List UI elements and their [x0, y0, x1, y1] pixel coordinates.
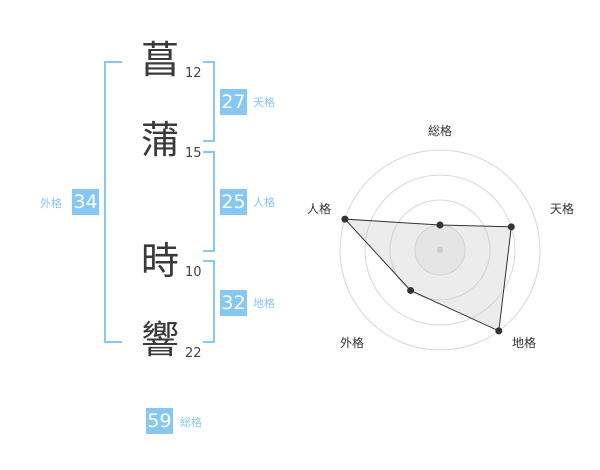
- radar-ring-2: [389, 199, 491, 301]
- soukaku-label: 総格: [180, 416, 202, 429]
- stroke-count-3: 10: [185, 265, 202, 280]
- jinkaku-score: 25: [220, 189, 247, 215]
- tenkaku-label: 天格: [253, 96, 275, 109]
- chikaku-bracket: [203, 260, 215, 343]
- radar-points: [341, 215, 515, 335]
- chikaku-label: 地格: [253, 297, 275, 310]
- jinkaku-bracket: [203, 151, 215, 252]
- radar-axis-label-tenkaku: 天格: [550, 201, 574, 216]
- radar-point-4: [341, 215, 349, 223]
- radar-point-3: [407, 286, 415, 294]
- stroke-count-4: 22: [185, 346, 202, 361]
- radar-point-2: [495, 327, 503, 335]
- gaikaku-score: 34: [72, 189, 99, 215]
- radar-axis-label-jinkaku: 人格: [307, 201, 331, 216]
- radar-ring-4: [339, 149, 541, 351]
- name-char-1: 菖: [141, 38, 180, 82]
- radar-ring-3: [364, 174, 516, 326]
- gaikaku-label: 外格: [40, 197, 62, 210]
- radar-center: [437, 247, 443, 253]
- stroke-count-1: 12: [185, 66, 202, 81]
- radar-point-0: [436, 221, 444, 229]
- name-char-4: 響: [141, 318, 180, 362]
- radar-polygon: [343, 218, 512, 332]
- name-char-3: 時: [141, 239, 180, 283]
- radar-point-1: [507, 223, 515, 231]
- name-char-2: 蒲: [141, 118, 180, 162]
- gaikaku-bracket: [104, 61, 122, 343]
- soukaku-score: 59: [146, 408, 173, 434]
- stroke-count-2: 15: [185, 146, 202, 161]
- radar-axis-label-gaikaku: 外格: [340, 335, 364, 350]
- radar-axis-label-soukaku: 総格: [428, 123, 452, 138]
- tenkaku-score: 27: [220, 89, 247, 115]
- jinkaku-label: 人格: [253, 196, 275, 209]
- radar-axis-label-chikaku: 地格: [512, 335, 536, 350]
- chikaku-score: 32: [220, 290, 247, 316]
- tenkaku-bracket: [203, 61, 215, 142]
